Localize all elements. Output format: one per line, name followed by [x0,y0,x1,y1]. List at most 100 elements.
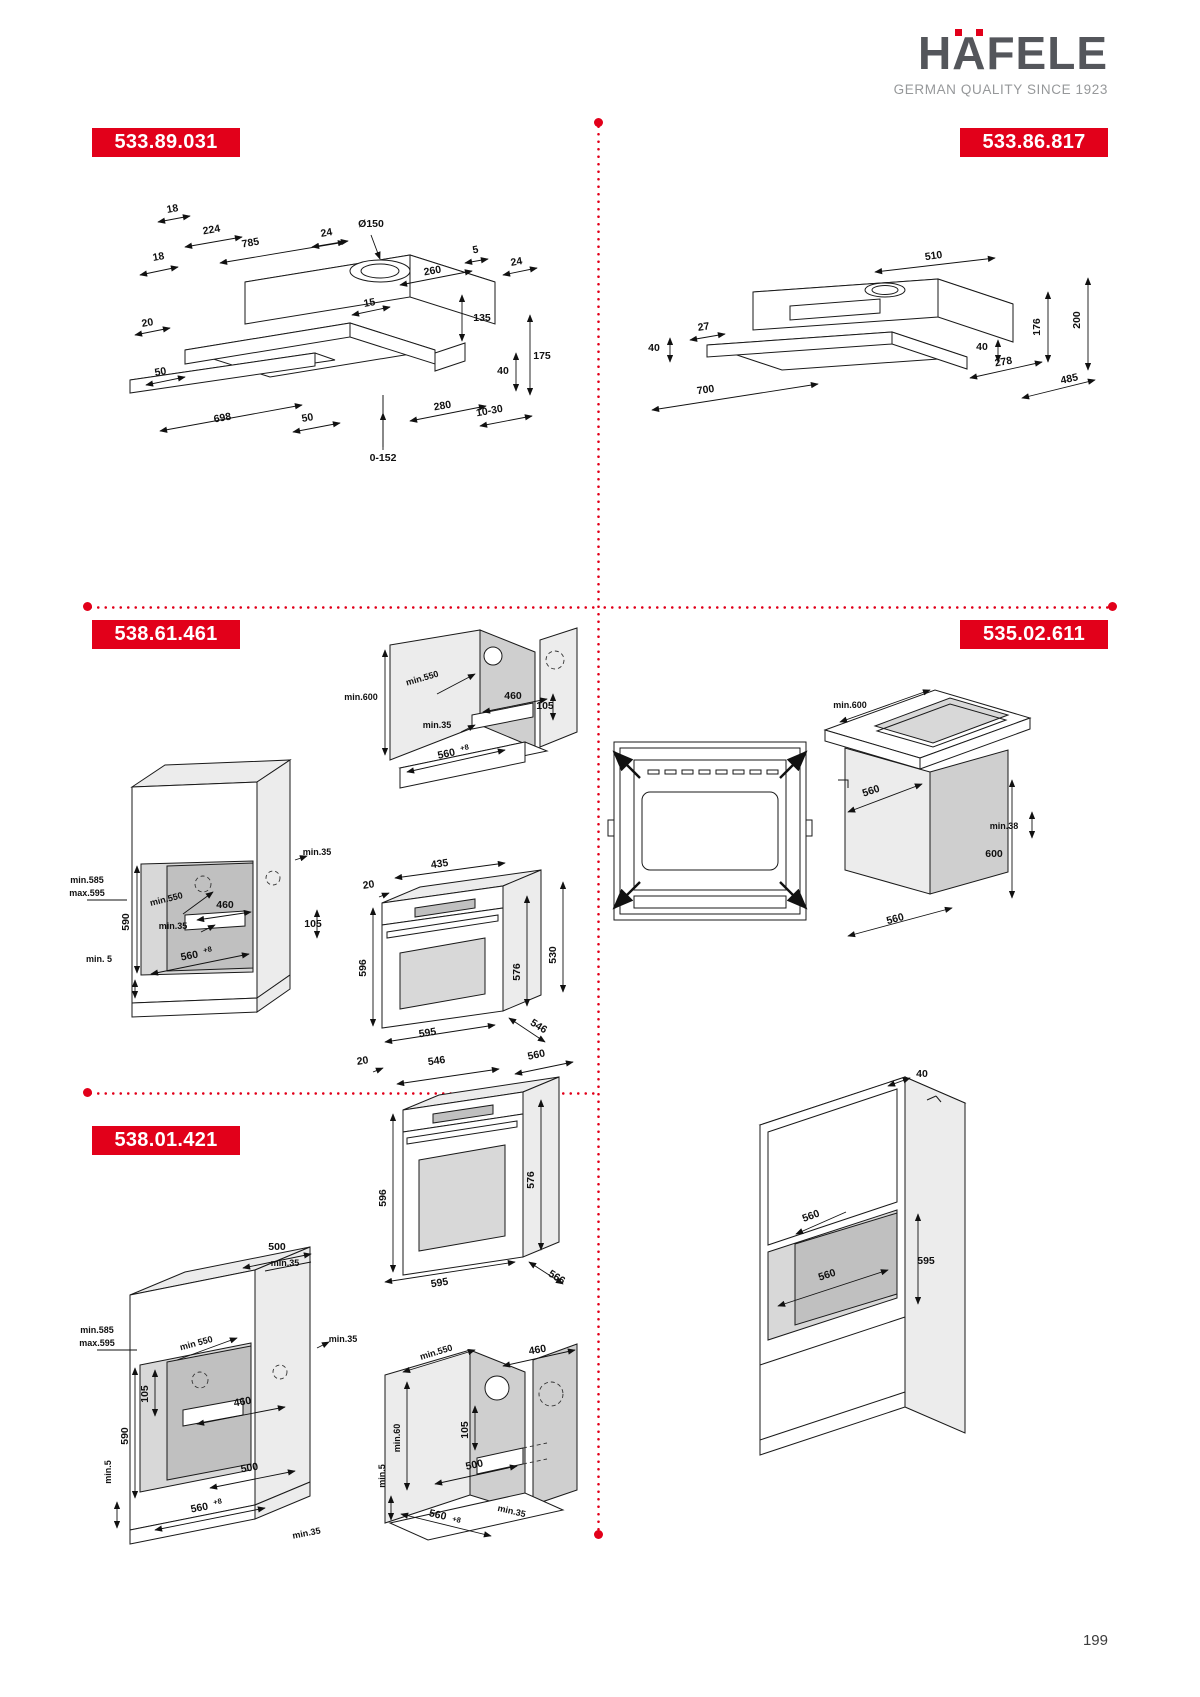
front-installation-view-drawing [607,741,813,921]
niche-corner-drawing-2: min.550 460 min.60 105 min.5 500 560 +8 … [377,1342,578,1541]
dim-label: min.35 [303,847,332,857]
dim-label: 105 [139,1385,151,1403]
oven-cabinet-drawing-2: 500 min.35 min 550 min.35 min.585 max.59… [79,1241,357,1545]
dim-label: 20 [141,316,155,330]
dim-label: 590 [120,913,132,931]
dim-label: 566 [546,1268,567,1288]
dim-label: 24 [320,226,334,240]
dim-label: 560 [885,911,905,927]
dim-label: 460 [528,1343,547,1358]
dim-label: +8 [451,1514,461,1525]
dim-label: 20 [362,878,375,892]
divider-dot [594,118,603,127]
dim-label: 18 [166,202,180,216]
dim-label: 105 [536,700,554,712]
tall-cabinet-drawing: 40 560 560 595 [758,1068,967,1456]
dim-label: 500 [240,1461,259,1476]
dim-label: 175 [533,350,551,362]
dim-label: 500 [268,1241,286,1253]
dim-label: min.60 [392,1424,402,1453]
divider-dot [1108,602,1117,611]
dim-label: 176 [1031,318,1043,336]
dim-label: 560 [180,948,200,963]
divider-dot [83,1088,92,1097]
dim-label: 485 [1060,371,1080,386]
dim-label: 700 [696,383,715,397]
dim-label: 560 [527,1047,547,1062]
built-in-oven-drawing-2: 20 546 560 596 576 595 566 [356,1047,574,1291]
dim-label: 698 [213,411,232,426]
diagram-538-61-461: min.600 min.550 460 min.35 560 +8 105 [69,627,578,1045]
dimension-lines [134,214,538,450]
dim-label: 40 [916,1068,928,1080]
dim-label: min.35 [271,1258,300,1268]
dim-label: 596 [357,959,369,977]
dim-label: 15 [363,296,377,310]
dim-label: 560 [437,746,457,761]
umlaut-dot [955,29,963,36]
dim-label: max.595 [69,888,105,898]
divider-horizontal-right-1 [601,606,1113,609]
divider-dot [83,602,92,611]
telescopic-hood-drawing-2 [706,278,1014,371]
dim-label: 224 [202,223,221,238]
dim-label: 50 [154,365,168,379]
dim-label: 40 [648,342,660,354]
product-code-badge-538-01-421: 538.01.421 [92,1126,240,1155]
dim-label: 0-152 [370,452,397,464]
product-code-badge-538-61-461: 538.61.461 [92,620,240,649]
dimension-lines [651,255,1096,413]
dim-label: 10-30 [475,403,504,420]
dim-label: 280 [433,399,452,414]
worktop-cutout-drawing: min.600 560 min.38 600 560 [823,689,1036,938]
dim-label: 40 [976,341,988,353]
diagram-533-86-817: 510 27 40 40 278 176 200 485 700 [648,249,1096,413]
dim-label: 460 [233,1395,252,1410]
dim-label: 596 [377,1189,389,1207]
divider-horizontal-left-2 [87,1092,597,1095]
dim-label: max.595 [79,1338,115,1348]
brand-tagline: GERMAN QUALITY SINCE 1923 [893,82,1108,97]
dim-label: 27 [697,320,710,334]
product-code-badge-533-89-031: 533.89.031 [92,128,240,157]
dim-label: 24 [510,255,524,269]
dim-label: 576 [511,963,523,981]
page-number: 199 [1082,1632,1108,1649]
dimension-labels: 510 27 40 40 278 176 200 485 700 [648,249,1083,397]
dim-label: 40 [497,365,509,377]
dim-label: 530 [547,946,559,964]
dim-label: +8 [202,944,212,954]
dim-label: min. 5 [86,954,112,964]
dim-label: 435 [430,857,449,871]
dim-label: 105 [304,918,322,930]
built-in-oven-drawing: 435 20 596 576 530 595 546 [357,857,567,1045]
dim-label: min.5 [103,1460,113,1484]
dim-label: 595 [917,1255,935,1267]
diagram-533-89-031: 18 224 785 18 24 Ø150 5 24 260 15 135 17… [129,202,551,464]
dim-label: 595 [418,1026,437,1041]
dim-label: 278 [994,355,1013,370]
dim-label: min.585 [70,875,104,885]
dim-label: 595 [430,1276,449,1291]
umlaut-dot [976,29,984,36]
dim-label: 5 [472,244,480,257]
dim-label: +8 [459,742,469,753]
dim-label: 560 [801,1207,822,1224]
oven-cabinet-drawing: min.35 min.585 max.595 590 min.550 460 m… [69,759,332,1018]
divider-dot [594,1530,603,1539]
dim-label: 546 [528,1017,549,1037]
dim-label: 576 [525,1171,537,1189]
dim-label: min.600 [833,700,867,710]
dim-label: min.38 [990,821,1019,831]
product-code-badge-535-02-611: 535.02.611 [960,620,1108,649]
dim-label: 200 [1071,311,1083,329]
dim-label: 600 [985,848,1003,860]
dim-label: 18 [152,250,166,264]
dim-label: 546 [427,1054,446,1068]
dim-label: min.35 [159,921,188,931]
diagram-535-02-611: min.600 560 min.38 600 560 40 560 560 5 [607,689,1036,1456]
dim-label: 105 [459,1421,471,1439]
dim-label: 510 [924,249,943,263]
